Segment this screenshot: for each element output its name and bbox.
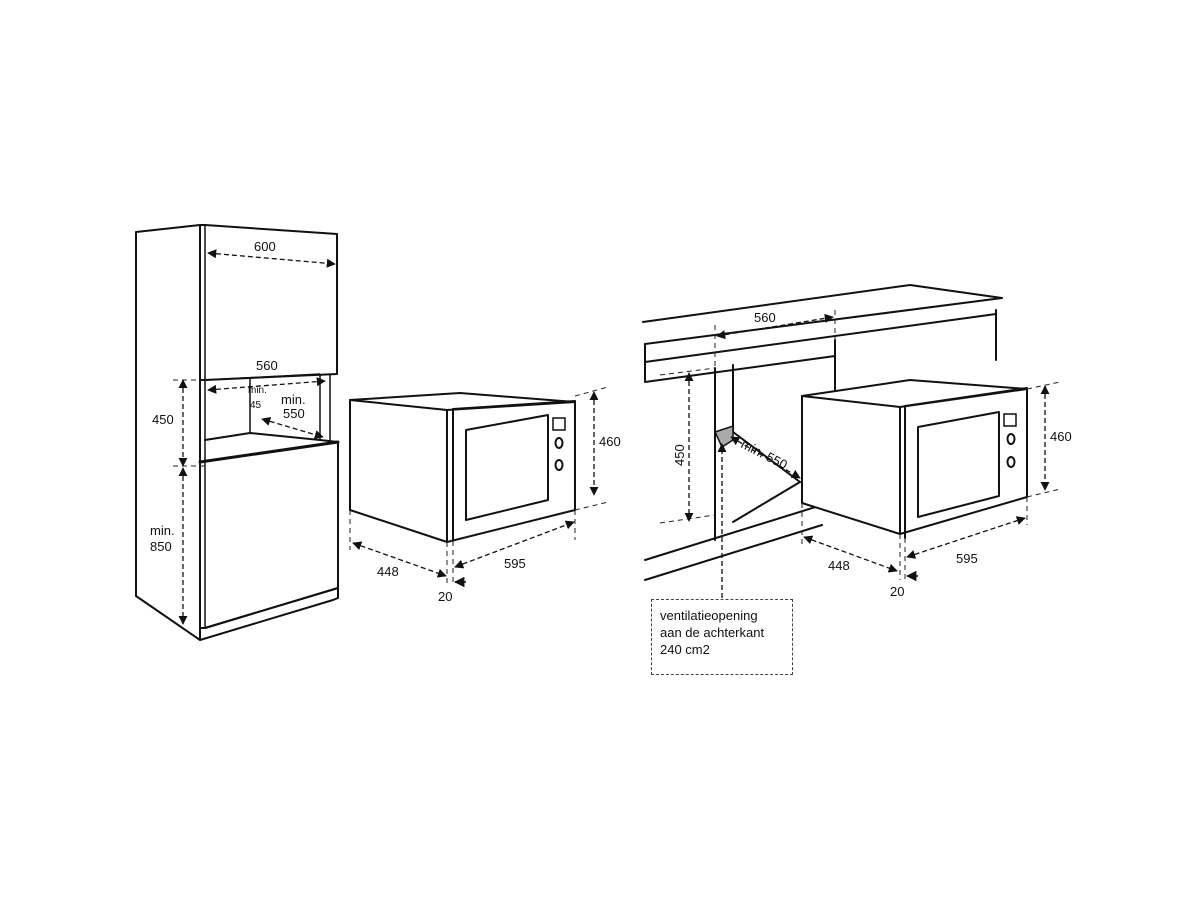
knob-icon [1006, 433, 1016, 445]
dim-560-line [207, 377, 326, 394]
dim-gap-label-1: min. [248, 385, 267, 396]
dim-gap-label-2: 45 [250, 400, 262, 411]
left-cabinet-dimensions: 600 560 min. 45 min. 550 450 min. 850 [150, 239, 336, 625]
dim-r595-line [906, 516, 1026, 559]
dim-850-label-2: 850 [150, 539, 172, 554]
dim-r560-line [716, 313, 834, 340]
dim-rmin550-label: min. 550 [739, 436, 790, 472]
dim-448-line [352, 541, 447, 578]
right-microwave [801, 379, 1028, 539]
dim-r448-label: 448 [828, 558, 850, 573]
ventilation-note-line2: aan de achterkant [660, 625, 765, 640]
dim-rmin550-line [730, 436, 801, 479]
ventilation-note-line3: 240 cm2 [660, 642, 710, 657]
knob-icon [554, 437, 564, 449]
dim-r595-label: 595 [956, 551, 978, 566]
ventilation-note-line1: ventilatieopening [660, 608, 758, 623]
knob-icon [554, 459, 564, 471]
dim-20-label: 20 [438, 589, 452, 604]
dim-min550-label-1: min. [281, 392, 306, 407]
tall-cabinet [135, 224, 340, 641]
dim-r20-label: 20 [890, 584, 904, 599]
dim-min550-label-2: 550 [283, 406, 305, 421]
dim-595-line [454, 520, 575, 569]
dim-r460-label: 460 [1050, 429, 1072, 444]
ventilation-note: ventilatieopening aan de achterkant 240 … [651, 599, 793, 675]
knob-icon [1006, 456, 1016, 468]
dim-595-label: 595 [504, 556, 526, 571]
dim-600-label: 600 [254, 239, 276, 254]
dim-min550-line [261, 416, 324, 440]
dim-r450-label: 450 [672, 444, 687, 466]
dim-450-label: 450 [152, 412, 174, 427]
dim-600-line [207, 249, 336, 268]
dim-850-label-1: min. [150, 523, 175, 538]
dim-560-label: 560 [256, 358, 278, 373]
left-microwave-dimensions: 460 448 595 20 [349, 386, 621, 604]
dim-448-label: 448 [377, 564, 399, 579]
dim-460-label: 460 [599, 434, 621, 449]
dim-r448-line [803, 535, 898, 573]
dim-r560-label: 560 [754, 310, 776, 325]
left-microwave [349, 392, 576, 543]
